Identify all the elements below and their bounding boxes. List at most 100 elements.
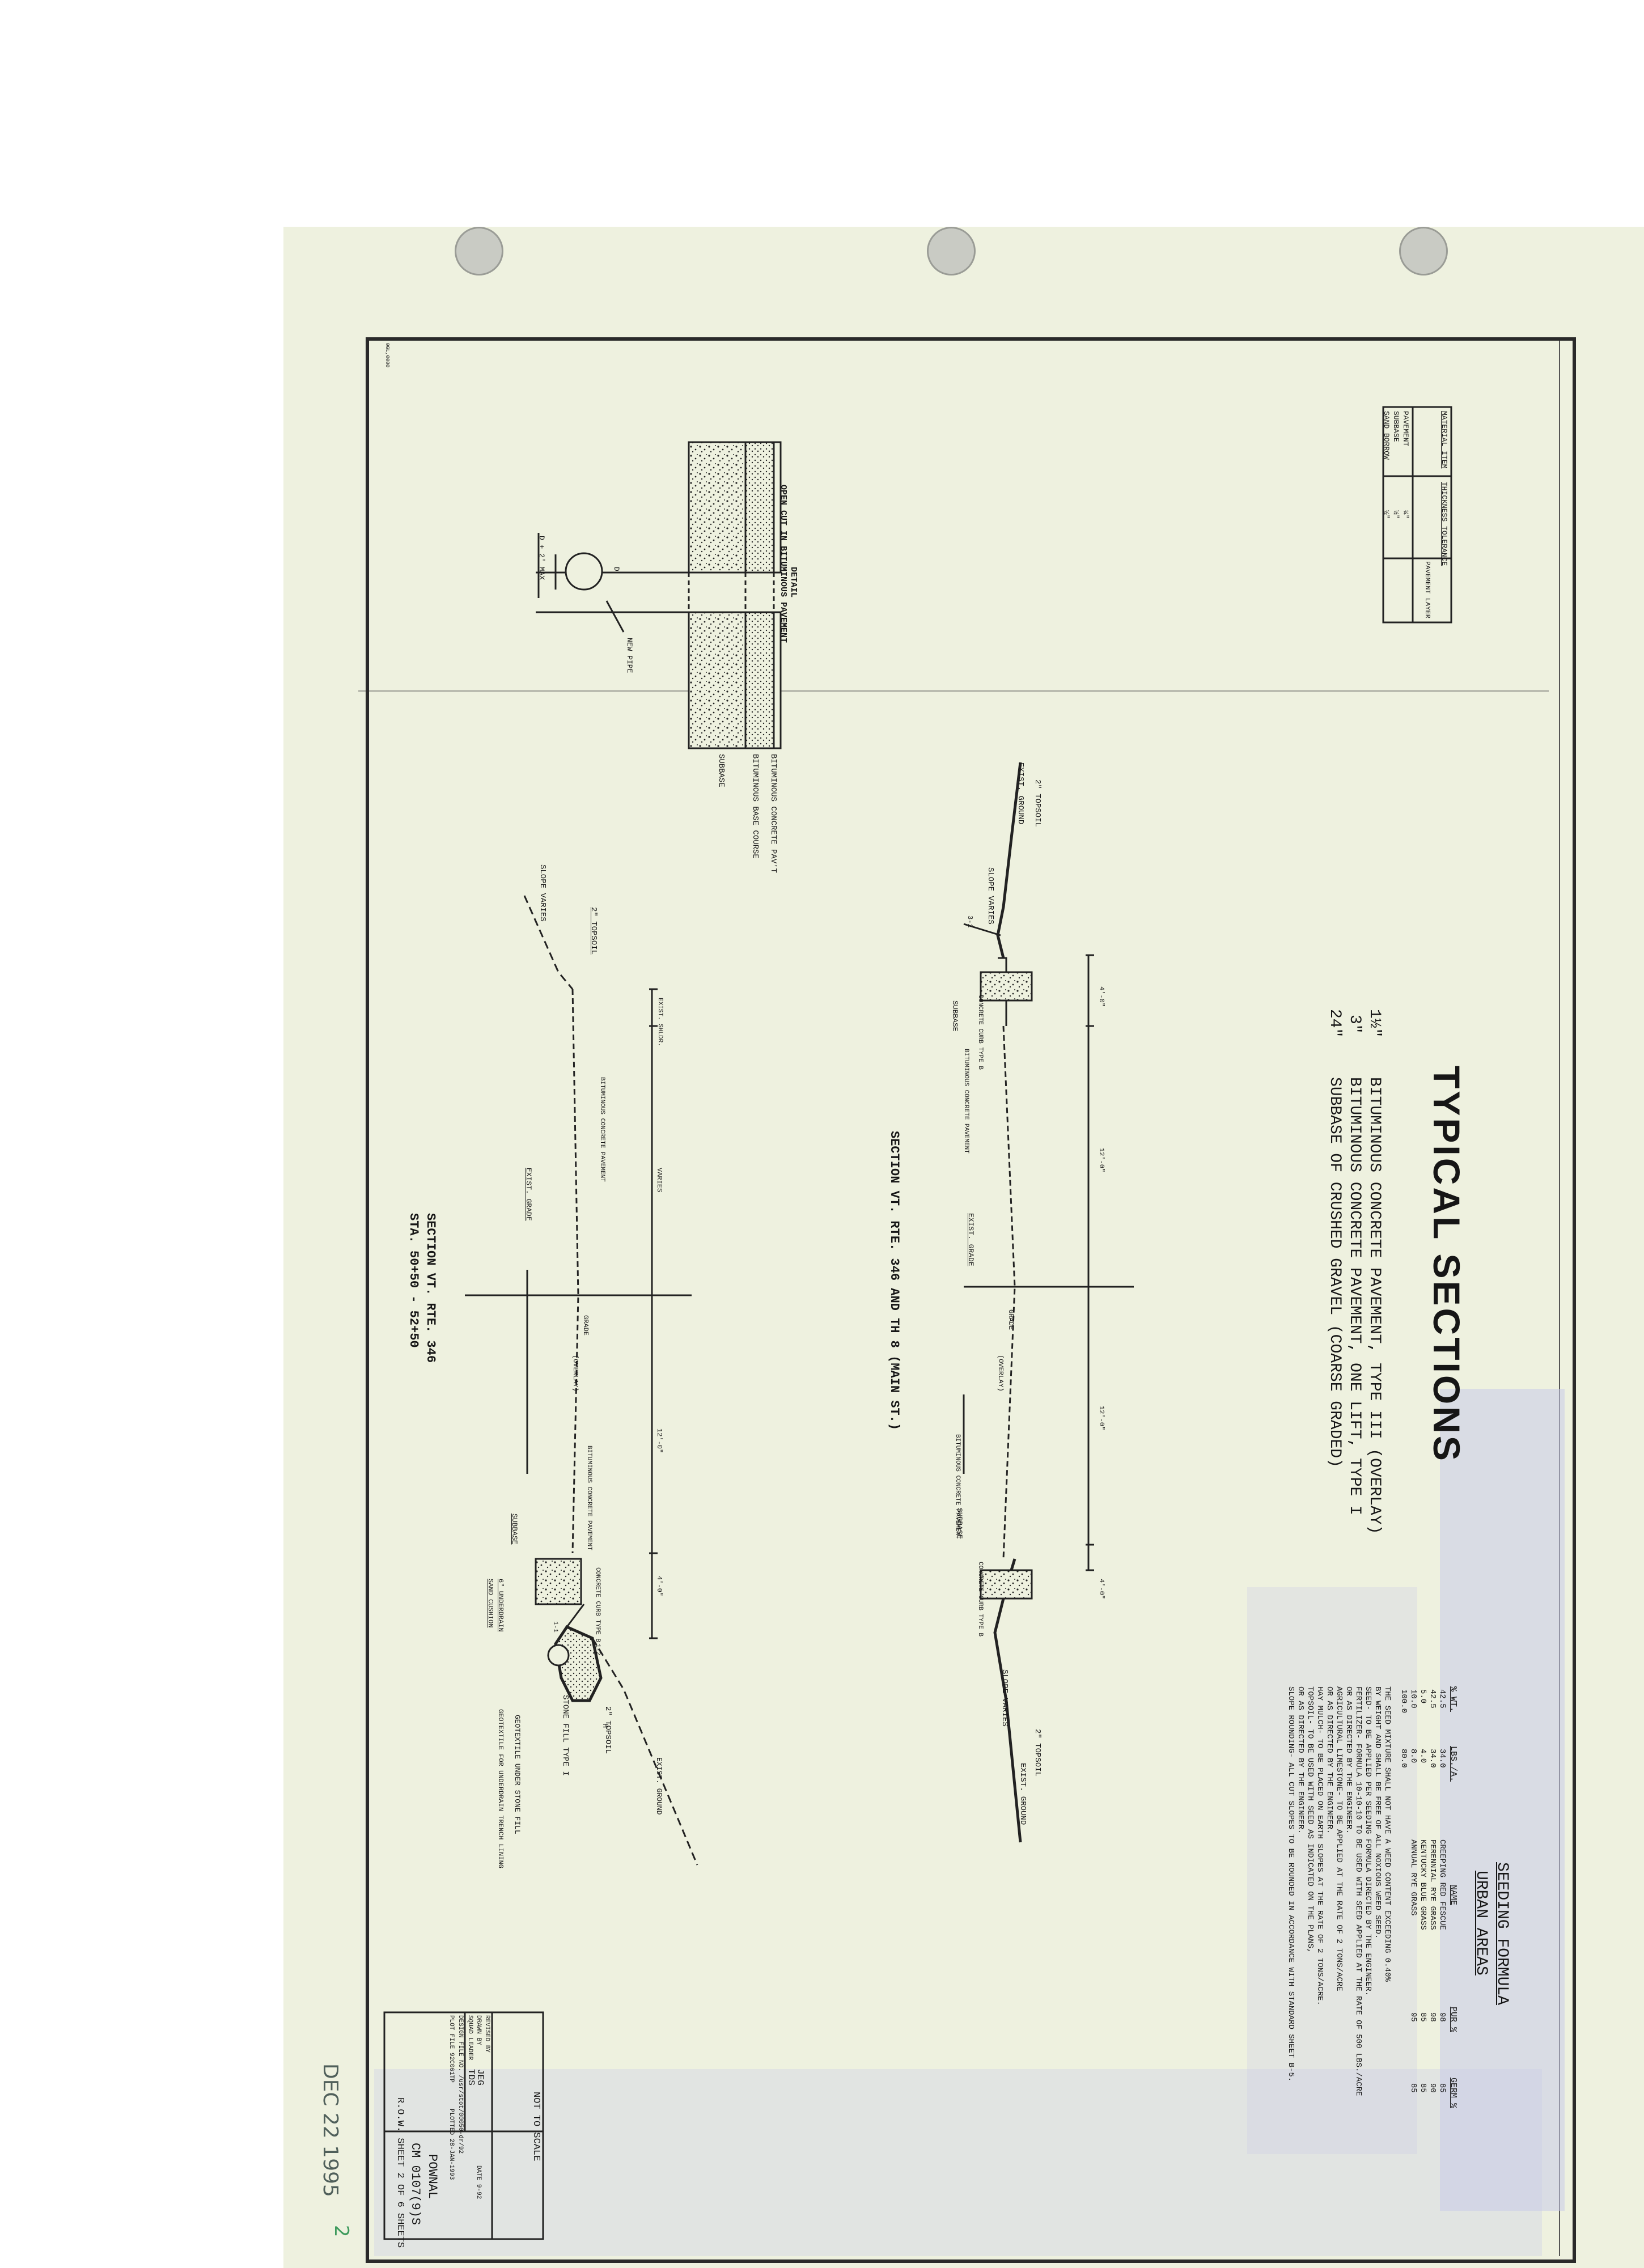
section-2-grade: GRADE xyxy=(582,1315,590,1336)
section-2-ratio-1: 1-1 xyxy=(552,1621,558,1633)
scan-smudge-notes xyxy=(1247,1587,1417,2154)
title-block-squad-leader: SQUAD LEADER xyxy=(467,2015,473,2061)
section-1-dim-lane-right: 12'-0" xyxy=(1098,1406,1105,1431)
detail-title: DETAIL xyxy=(789,567,798,598)
scan-smudge-seeding xyxy=(1440,1389,1565,2211)
drawing-sheet xyxy=(283,227,1644,2268)
seeding-row-3-germ: 85 xyxy=(1418,2083,1427,2093)
seeding-row-3-wt: 5.0 xyxy=(1418,1689,1427,1704)
section-1-exist-ground-right: EXIST. GROUND xyxy=(1018,1763,1027,1825)
seeding-row-2-pur: 98 xyxy=(1428,2012,1437,2022)
section-1-dim-shoulder-left: 4'-0" xyxy=(1098,986,1105,1007)
seeding-note-8: HAY MULCH- TO BE PLACED ON EARTH SLOPES … xyxy=(1315,1686,1324,2006)
binder-hole-3 xyxy=(1399,227,1448,275)
title-block-revised-by: REVISED BY xyxy=(484,2015,490,2053)
title-block-date: DATE 9-92 xyxy=(475,2165,482,2199)
seeding-row-1-pur: 98 xyxy=(1438,2012,1447,2022)
section-2-varies: VARIES xyxy=(655,1168,663,1193)
seeding-row-2-germ: 90 xyxy=(1428,2083,1437,2093)
note-text-2: BITUMINOUS CONCRETE PAVEMENT, ONE LIFT, … xyxy=(1346,1077,1363,1515)
tolerance-row-1-item: PAVEMENT xyxy=(1401,411,1410,447)
seeding-row-3-lbs: 4.0 xyxy=(1418,1749,1427,1763)
section-2-curb: CONCRETE CURB TYPE B xyxy=(594,1567,601,1643)
seeding-note-4: FERTILIZER- FORMULA 10-10-10 TO BE USED … xyxy=(1354,1686,1363,2096)
seeding-row-2-wt: 42.5 xyxy=(1428,1689,1437,1709)
detail-label-d: D xyxy=(612,567,621,571)
section-1-overlay: (OVERLAY) xyxy=(997,1355,1005,1392)
seeding-row-3-pur: 85 xyxy=(1418,2012,1427,2022)
section-2-slope-varies-left: SLOPE VARIES xyxy=(538,864,547,922)
seeding-header-wt: % WT. xyxy=(1448,1686,1458,1712)
section-2-sand-cushion: SAND CUSHION xyxy=(486,1579,494,1628)
section-1-topsoil-left: 2" TOPSOIL xyxy=(1033,779,1042,828)
seeding-row-4-pur: 95 xyxy=(1409,2012,1418,2022)
section-1-slope-varies-right: SLOPE VARIES xyxy=(1000,1669,1009,1727)
received-date-stamp: DEC 22 1995 xyxy=(319,2063,342,2197)
note-text-3: SUBBASE OF CRUSHED GRAVEL (COARSE GRADED… xyxy=(1326,1077,1344,1468)
tolerance-row-2-item: SUBBASE xyxy=(1392,411,1400,442)
note-thickness-1: 1½" xyxy=(1366,1009,1383,1038)
seeding-note-7: OR AS DIRECTED BY THE ENGINEER. xyxy=(1325,1686,1334,1834)
seeding-header-lbs: LBS./A. xyxy=(1448,1746,1458,1782)
section-1-pavement-right: BITUMINOUS CONCRETE PAVEMENT xyxy=(954,1434,961,1539)
section-2-linework xyxy=(465,895,698,1866)
section-2-geotextile-underdrain: GEOTEXTILE FOR UNDERDRAIN TRENCH LINING xyxy=(497,1709,505,1868)
title-block-drawn-by: DRAWN BY xyxy=(475,2015,482,2045)
title-block-plotted: PLOTTED 28-JAN-1993 xyxy=(448,2109,455,2180)
section-1-exist-ground-left: EXIST. GROUND xyxy=(1016,762,1025,825)
page-title: TYPICAL SECTIONS xyxy=(1426,1066,1468,1463)
section-1-dim-lane-left: 12'-0" xyxy=(1098,1148,1105,1173)
section-1-topsoil-right: 2" TOPSOIL xyxy=(1033,1729,1042,1777)
section-2-pavement-right: BITUMINOUS CONCRETE PAVEMENT xyxy=(586,1445,592,1550)
seeding-row-1-lbs: 34.0 xyxy=(1438,1749,1447,1768)
tolerance-row-3-item: SAND BORROW xyxy=(1382,411,1391,460)
title-block-squad-leader-value: TDS xyxy=(466,2069,476,2085)
seeding-row-1-wt: 42.5 xyxy=(1438,1689,1447,1709)
binder-hole-1 xyxy=(455,227,503,275)
section-2-topsoil-right: 2" TOPSOIL xyxy=(603,1706,612,1754)
tolerance-table-lines xyxy=(1382,406,1452,624)
seeding-row-4-germ: 85 xyxy=(1409,2083,1418,2093)
detail-label-bit-pavt: BITUMINOUS CONCRETE PAV'T xyxy=(769,754,778,874)
drawing-border xyxy=(366,337,1576,2263)
corner-code: 0GL,0000 xyxy=(384,343,390,368)
seeding-note-10: OR AS DIRECTED BY THE ENGINEER. xyxy=(1296,1686,1305,1834)
tolerance-row-1-value: ¼" xyxy=(1401,510,1410,519)
seeding-row-2-lbs: 34.0 xyxy=(1428,1749,1437,1768)
section-2-stone-fill: STONE FILL TYPE I xyxy=(561,1695,570,1776)
section-2-exist-grade: EXIST. GRADE xyxy=(524,1168,533,1221)
title-block-scale: NOT TO SCALE xyxy=(531,2092,541,2161)
section-1-exist-grade: EXIST. GRADE xyxy=(967,1213,975,1266)
section-1-slope-varies-left: SLOPE VARIES xyxy=(986,867,995,925)
seeding-note-6: AGRICULTURAL LIMESTONE- TO BE APPLIED AT… xyxy=(1334,1686,1344,1991)
seeding-note-11: SLOPE ROUNDING- ALL CUT SLOPES TO BE ROU… xyxy=(1286,1686,1295,2082)
seeding-total-wt: 100.0 xyxy=(1399,1689,1408,1714)
tolerance-header-item: MATERIAL ITEM xyxy=(1440,411,1448,469)
detail-label-new-pipe: NEW PIPE xyxy=(625,638,634,673)
page-mark: 2 xyxy=(330,2225,353,2237)
seeding-note-1: THE SEED MIXTURE SHALL NOT HAVE A WEED C… xyxy=(1383,1686,1392,1982)
section-1-slope-ratio-left: 3-1 xyxy=(966,915,974,928)
scan-fold-line xyxy=(358,690,1549,692)
section-1-pavement-left: BITUMINOUS CONCRETE PAVEMENT xyxy=(963,1049,969,1154)
section-1-grade: GRADE xyxy=(1007,1309,1015,1330)
seeding-row-4-name: ANNUAL RYE GRASS xyxy=(1409,1839,1418,1916)
section-2-topsoil-left: 2" TOPSOIL xyxy=(589,907,598,955)
detail-subtitle: OPEN CUT IN BITUMINOUS PAVEMENT xyxy=(778,485,788,643)
section-2-dim-shoulder: 4'-0" xyxy=(655,1576,663,1597)
section-1-subbase-left: SUBBASE xyxy=(951,1001,959,1032)
seeding-row-4-wt: 10.0 xyxy=(1409,1689,1418,1709)
scan-edge-line xyxy=(1559,340,1560,2256)
detail-label-base-course: BITUMINOUS BASE COURSE xyxy=(751,754,760,859)
seeding-note-3: SEED- TO BE APPLIED PER SEEDING FORMULA … xyxy=(1363,1686,1372,1996)
section-1-curb-right: CONCRETE CURB TYPE B xyxy=(977,1562,984,1637)
section-1-linework xyxy=(963,762,1134,1843)
seeding-row-1-name: CREEPING RED FESCUE xyxy=(1438,1839,1447,1930)
seeding-note-2: BY WEIGHT AND SHALL BE FREE OF ALL NOXIO… xyxy=(1373,1686,1382,1939)
seeding-row-2-name: PERENNIAL RYE GRASS xyxy=(1428,1839,1437,1930)
seeding-header-pur: PUR % xyxy=(1448,2007,1458,2033)
seeding-note-5: OR AS DIRECTED BY THE ENGINEER. xyxy=(1344,1686,1353,1834)
section-2-overlay: (OVERLAY) xyxy=(571,1355,579,1392)
section-2-ratio-2: 1-2 xyxy=(594,1644,601,1655)
